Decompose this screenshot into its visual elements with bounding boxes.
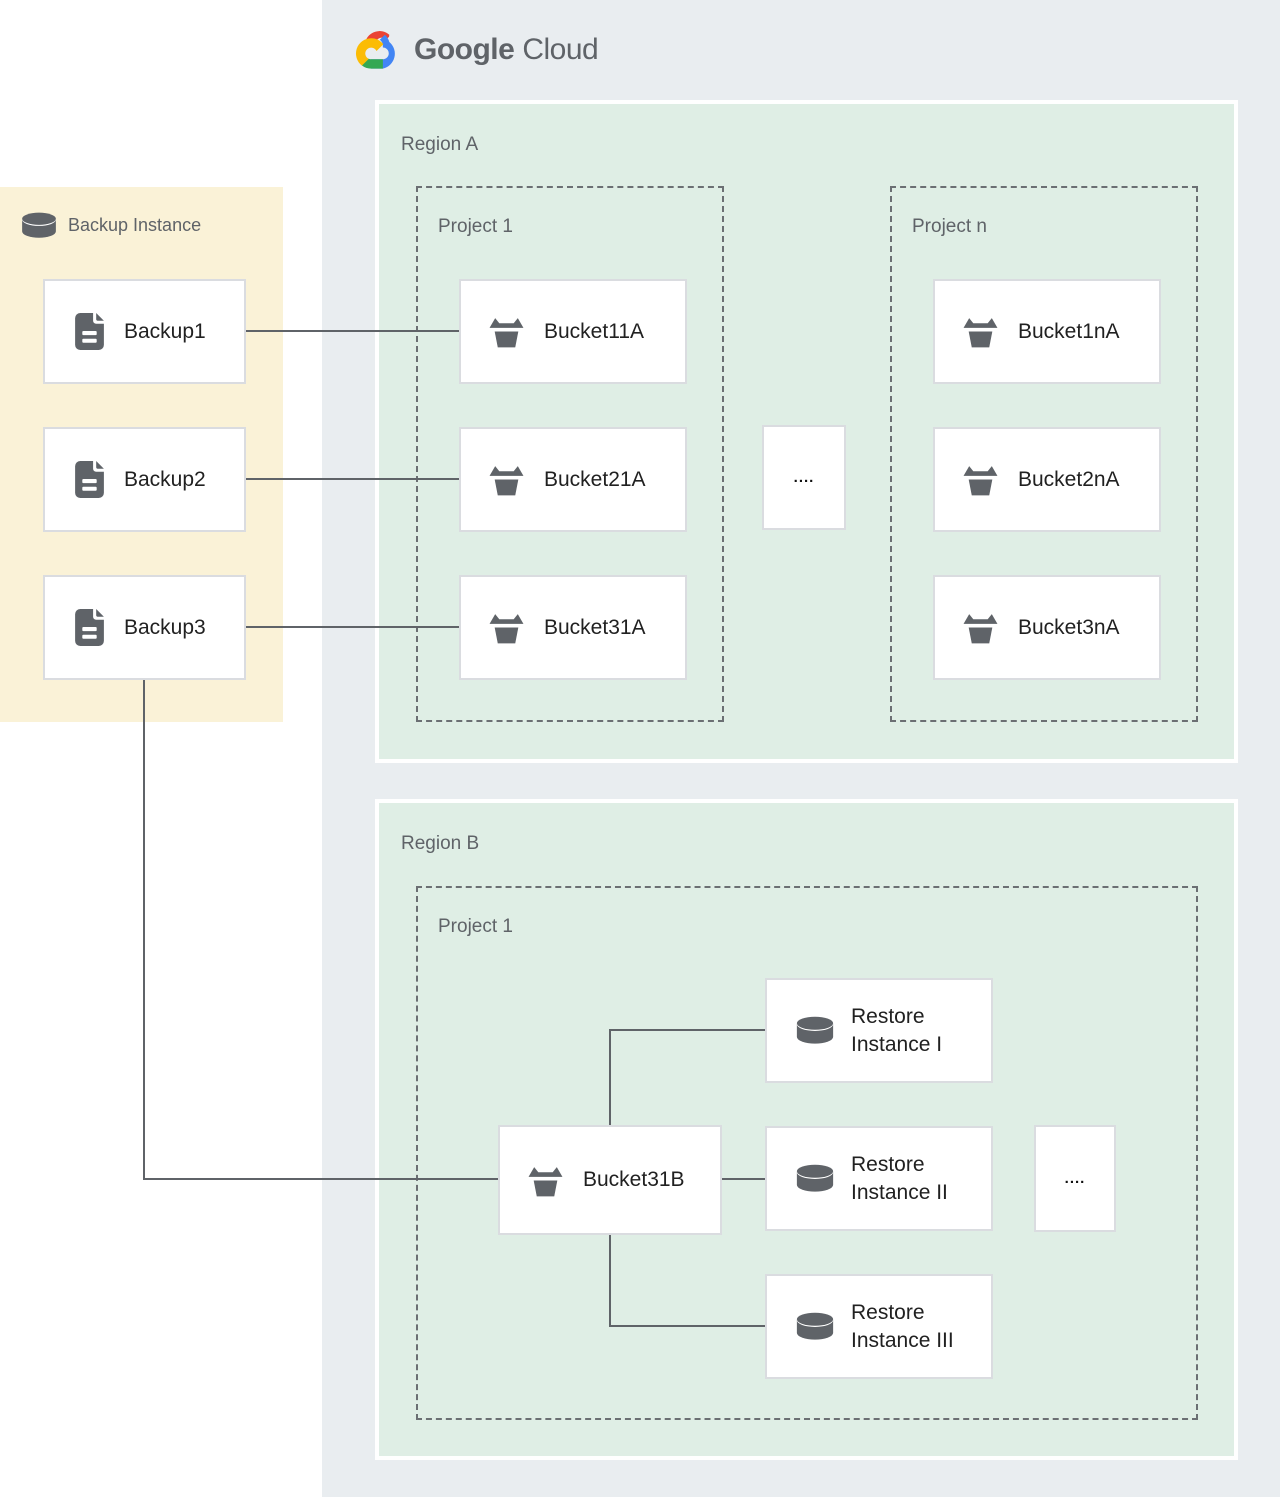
connector-bucket31b-restore1-vertical (609, 1030, 611, 1125)
database-icon (795, 1312, 835, 1341)
connector-bucket31b-restore1-horizontal (609, 1029, 766, 1031)
bucket31a-label: Bucket31A (544, 615, 646, 639)
connector-backup3-bucket31a (246, 626, 459, 628)
backup1-label: Backup1 (124, 319, 206, 343)
logo-google-text: Google (414, 32, 515, 66)
document-icon (75, 313, 104, 350)
region-b-project-1-label: Project 1 (438, 916, 513, 937)
region-a-project-1: Project 1 (416, 186, 724, 722)
storage-bucket-icon (527, 1164, 564, 1197)
database-icon (795, 1016, 835, 1045)
storage-bucket-icon (962, 315, 999, 348)
bucket21a-label: Bucket21A (544, 467, 646, 491)
backup3-node: Backup3 (43, 575, 246, 680)
region-b-project-1: Project 1 (416, 886, 1198, 1420)
connector-backup1-bucket11a (246, 330, 459, 332)
database-icon (795, 1164, 835, 1193)
bucket1na-node: Bucket1nA (933, 279, 1161, 384)
connector-bucket31b-restore3-horizontal (609, 1325, 766, 1327)
restore-instance-2-label: Restore Instance II (851, 1152, 948, 1204)
backup3-label: Backup3 (124, 615, 206, 639)
backup1-node: Backup1 (43, 279, 246, 384)
document-icon (75, 461, 104, 498)
region-a-project-1-label: Project 1 (438, 216, 513, 237)
restore-instance-1-label: Restore Instance I (851, 1004, 943, 1056)
storage-bucket-icon (962, 611, 999, 644)
bucket2na-node: Bucket2nA (933, 427, 1161, 532)
storage-bucket-icon (488, 315, 525, 348)
logo-cloud-text: Cloud (522, 32, 599, 66)
backup2-label: Backup2 (124, 467, 206, 491)
region-a-label: Region A (401, 134, 479, 155)
bucket11a-label: Bucket11A (544, 319, 645, 343)
connector-backup2-bucket21a (246, 478, 459, 480)
restore-instance-3-label: Restore Instance III (851, 1300, 954, 1352)
google-cloud-logo-icon (355, 30, 399, 69)
restore-ellipsis-box: .... (1034, 1125, 1116, 1232)
document-icon (75, 609, 104, 646)
storage-bucket-icon (488, 611, 525, 644)
restore-instance-1-node: Restore Instance I (765, 978, 993, 1083)
connector-backup3-bucket31b-vertical (143, 680, 145, 1180)
database-icon (20, 212, 58, 239)
region-b-label: Region B (401, 833, 480, 854)
bucket31b-label: Bucket31B (583, 1168, 685, 1191)
restore-instance-2-node: Restore Instance II (765, 1126, 993, 1231)
connector-backup3-bucket31b-horizontal (143, 1178, 498, 1180)
bucket31a-node: Bucket31A (459, 575, 687, 680)
projects-ellipsis-box: .... (762, 425, 846, 530)
bucket2na-label: Bucket2nA (1018, 467, 1120, 491)
storage-bucket-icon (962, 463, 999, 496)
connector-bucket31b-restore2 (722, 1178, 765, 1180)
storage-bucket-icon (488, 463, 525, 496)
bucket21a-node: Bucket21A (459, 427, 687, 532)
region-a-project-n-label: Project n (912, 216, 987, 237)
backup-instance-header: Backup Instance (20, 212, 201, 239)
backup-instance-title: Backup Instance (68, 215, 202, 235)
connector-bucket31b-restore3-vertical (609, 1235, 611, 1327)
bucket3na-node: Bucket3nA (933, 575, 1161, 680)
region-a-project-n: Project n (890, 186, 1198, 722)
bucket1na-label: Bucket1nA (1018, 319, 1120, 343)
bucket3na-label: Bucket3nA (1018, 615, 1120, 639)
restore-instance-3-node: Restore Instance III (765, 1274, 993, 1379)
bucket31b-node: Bucket31B (498, 1125, 722, 1235)
backup2-node: Backup2 (43, 427, 246, 532)
bucket11a-node: Bucket11A (459, 279, 687, 384)
